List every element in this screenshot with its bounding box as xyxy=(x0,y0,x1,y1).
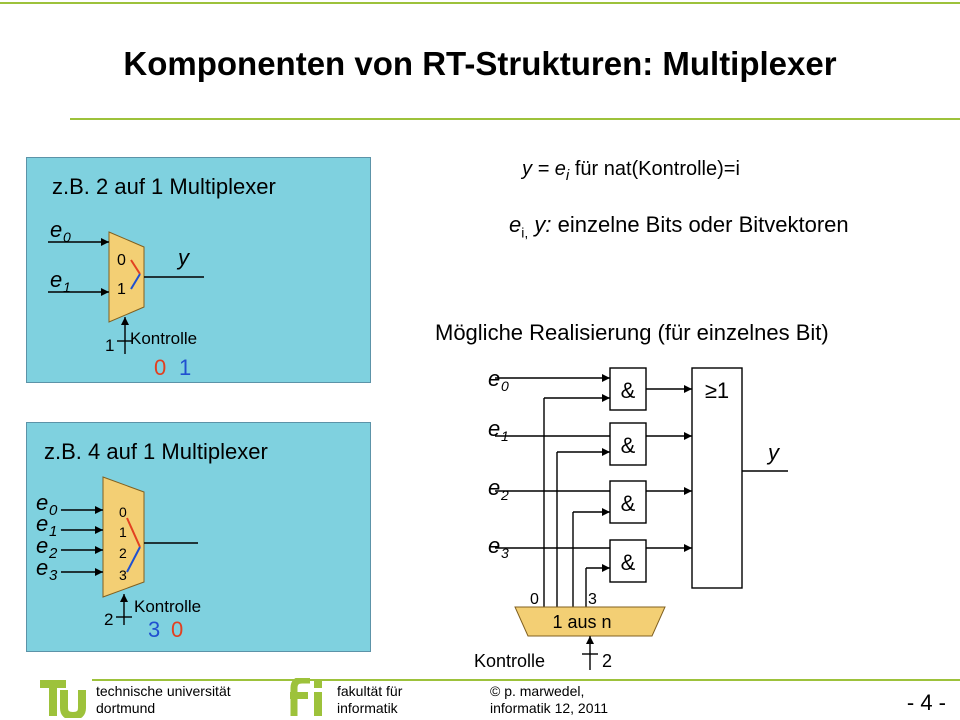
and-gate-1-label: & xyxy=(621,433,636,458)
definition-line1-sub: i xyxy=(565,167,570,184)
faculty-line1: fakultät für xyxy=(337,683,403,699)
mux4-input3-sub: 3 xyxy=(49,567,58,584)
mux4-port1: 1 xyxy=(119,524,127,540)
copyright-line2: informatik 12, 2011 xyxy=(490,700,609,716)
definition-line1-pre: y = e xyxy=(522,158,566,180)
definition-line1-post: für nat(Kontrolle)=i xyxy=(569,158,740,180)
realization-input1-sub: 1 xyxy=(501,428,509,444)
mux4-input1-sub: 1 xyxy=(49,523,57,540)
tu-logo xyxy=(40,680,86,718)
and-gate-3-label: & xyxy=(621,550,636,575)
realization-input2: e xyxy=(488,475,500,500)
mux4-value-b: 0 xyxy=(171,617,183,642)
slide-title: Komponenten von RT-Strukturen: Multiplex… xyxy=(123,45,837,82)
and-gate-2 xyxy=(609,480,647,524)
mux2-value-a: 0 xyxy=(154,355,166,380)
footer-rule xyxy=(92,679,960,681)
mux4-port0: 0 xyxy=(119,504,127,520)
and-gate-0 xyxy=(609,367,647,411)
realization-control-width: 2 xyxy=(602,651,612,670)
page-number: - 4 - xyxy=(906,690,946,715)
mux2-input0-sub: 0 xyxy=(63,229,71,245)
faculty-line2: informatik xyxy=(337,700,398,716)
mux2-diagram: 0 1 e 0 e 1 y Kontrolle 1 0 1 xyxy=(48,217,204,380)
realization-input0-sub: 0 xyxy=(501,378,509,394)
and-gate-3 xyxy=(609,539,647,583)
mux4-input0-sub: 0 xyxy=(49,502,58,519)
mux4-input2: e xyxy=(36,533,48,558)
mux4-input0: e xyxy=(36,490,48,515)
mux4-port3: 3 xyxy=(119,567,127,583)
definition-line2-pre: e xyxy=(509,212,522,237)
title-rule xyxy=(70,118,960,120)
definition-line2-sub: i, xyxy=(521,224,529,241)
realization-heading: Mögliche Realisierung (für einzelnes Bit… xyxy=(435,320,829,345)
realization-output: y xyxy=(766,440,781,465)
or-gate xyxy=(691,367,743,589)
and-gate-2-label: & xyxy=(621,491,636,516)
copyright: © p. marwedel, informatik 12, 2011 xyxy=(490,683,608,717)
mux2-input1-sub: 1 xyxy=(63,279,71,295)
mux2-panel xyxy=(26,157,371,383)
faculty-name: fakultät für informatik xyxy=(337,683,402,717)
definition-line2: ei, y: einzelne Bits oder Bitvektoren xyxy=(509,212,849,240)
definition-line2-post: einzelne Bits oder Bitvektoren xyxy=(551,212,849,237)
decoder-last-output: 3 xyxy=(588,591,597,608)
university-name: technische universität dortmund xyxy=(96,683,231,717)
realization-control-label: Kontrolle xyxy=(474,651,545,670)
realization-input0: e xyxy=(488,366,500,391)
mux4-input1: e xyxy=(36,511,48,536)
mux4-diagram: 0 1 2 3 e 0 e 1 e 2 e 3 Kontrolle 2 3 0 xyxy=(36,476,201,642)
realization-diagram: & & & & ≥1 y 1 aus n 0 3 Kontrolle 2 e 0… xyxy=(474,366,788,670)
mux4-heading: z.B. 4 auf 1 Multiplexer xyxy=(44,439,268,464)
mux2-port0: 0 xyxy=(117,252,126,269)
realization-input3-sub: 3 xyxy=(501,545,509,561)
mux2-control-width: 1 xyxy=(105,336,114,355)
university-line2: dortmund xyxy=(96,700,156,716)
mux2-control-label: Kontrolle xyxy=(130,329,197,348)
top-rule xyxy=(0,2,960,4)
mux4-control-width: 2 xyxy=(104,610,113,629)
mux4-panel xyxy=(26,422,371,652)
definition-line2-mid: y: xyxy=(528,212,552,237)
mux2-port1: 1 xyxy=(117,281,126,298)
decoder xyxy=(514,606,666,637)
realization-input3: e xyxy=(488,533,500,558)
copyright-line1: © p. marwedel, xyxy=(490,683,585,699)
realization-input1: e xyxy=(488,416,500,441)
decoder-first-output: 0 xyxy=(530,591,539,608)
mux2-input0: e xyxy=(50,217,62,242)
mux4-port2: 2 xyxy=(119,545,127,561)
and-gate-1 xyxy=(609,422,647,466)
mux2-heading: z.B. 2 auf 1 Multiplexer xyxy=(52,174,276,199)
decoder-label: 1 aus n xyxy=(552,612,611,632)
mux2-output: y xyxy=(176,245,191,270)
fi-logo xyxy=(290,678,322,716)
or-gate-label: ≥1 xyxy=(705,378,729,403)
mux4-input3: e xyxy=(36,555,48,580)
mux2-value-b: 1 xyxy=(179,355,191,380)
mux4-input2-sub: 2 xyxy=(48,545,58,562)
mux2-input1: e xyxy=(50,267,62,292)
definition-line1: y = ei für nat(Kontrolle)=i xyxy=(522,158,740,184)
mux4-value-a: 3 xyxy=(148,617,160,642)
university-line1: technische universität xyxy=(96,683,231,699)
mux4-control-label: Kontrolle xyxy=(134,597,201,616)
and-gate-0-label: & xyxy=(621,378,636,403)
realization-input2-sub: 2 xyxy=(500,487,509,503)
mux4-shape xyxy=(102,476,145,598)
